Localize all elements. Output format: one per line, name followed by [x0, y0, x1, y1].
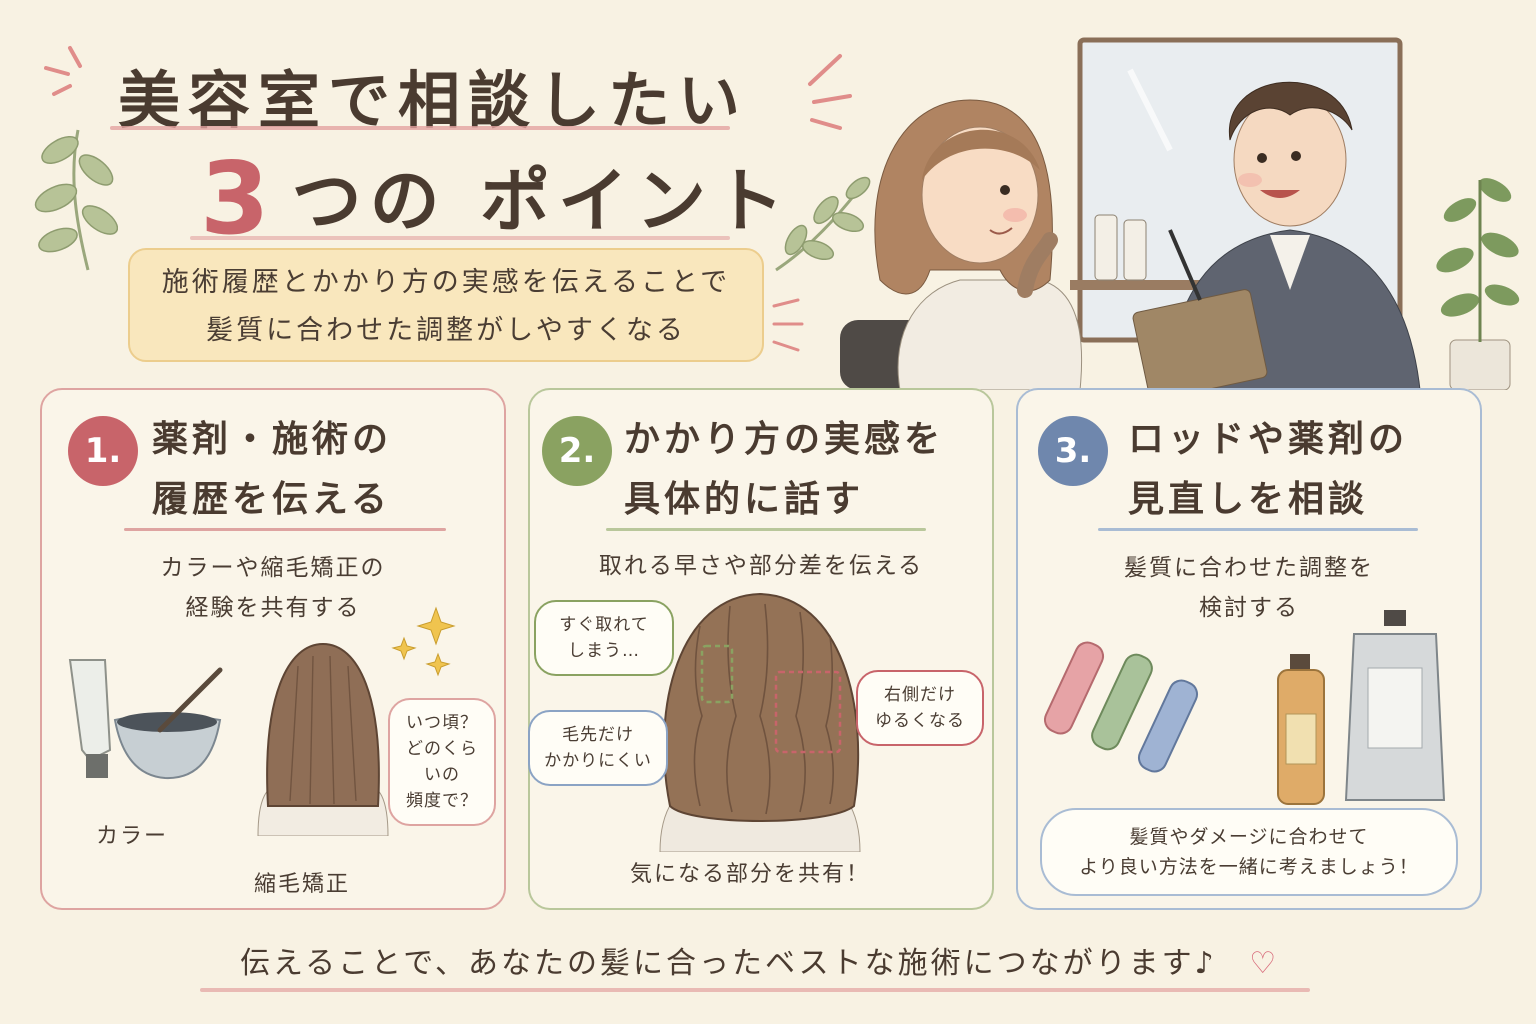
straight-hair-back-icon — [257, 642, 389, 836]
sparkle-icon — [391, 606, 456, 677]
card-2-caption: 気になる部分を共有！ — [630, 862, 871, 887]
title-underline-2 — [190, 236, 730, 240]
leaf-sprig-left-icon — [34, 129, 118, 271]
footer-text: 伝えることで、あなたの髪に合ったベストな施術につながります♪ — [240, 946, 1217, 981]
card-2-heading-line2: 具体的に話す — [624, 479, 865, 520]
card-1-sub-line2: 経験を共有する — [185, 595, 361, 621]
bottle-icon — [1277, 610, 1446, 805]
card-2-bubble-right-line2: ゆるくなる — [875, 711, 965, 731]
card-3-heading-line2: 見直しを相談 — [1128, 479, 1369, 520]
card-3-heading-line1: ロッドや薬剤の — [1128, 419, 1409, 460]
footer-underline — [200, 988, 1310, 992]
card-2-sub-line1: 取れる早さや部分差を伝える — [598, 553, 924, 579]
title-underline — [110, 126, 730, 130]
card-1-bubble-line3: 頻度で？ — [406, 791, 478, 811]
card-3-rule — [1098, 528, 1418, 531]
card-2-bubble-left: 毛先だけ かかりにくい — [528, 710, 668, 786]
card-1-item-straightening-label: 縮毛矯正 — [254, 872, 351, 897]
card-1-heading-line1: 薬剤・施術の — [152, 419, 393, 460]
card-1-number-badge: 1. — [68, 416, 138, 486]
emphasis-lines-icon — [772, 298, 804, 352]
burst-lines-right-icon — [808, 54, 852, 130]
leaf-sprig-right-icon — [775, 176, 871, 272]
card-2-bubble-left-line1: 毛先だけ — [562, 725, 634, 745]
card-1-bubble-line1: いつ頃？ — [406, 713, 478, 733]
card-3-sub-line2: 検討する — [1199, 595, 1299, 621]
color-tube-and-bowl-icon — [68, 659, 223, 780]
salon-consultation-illustration — [840, 37, 1520, 390]
card-2-bubble-right: 右側だけ ゆるくなる — [856, 670, 984, 746]
card-2-bubble-top: すぐ取れて しまう… — [534, 600, 674, 676]
card-3-cloud-line1: 髪質やダメージに合わせて — [1129, 826, 1369, 848]
card-2-bubble-right-line1: 右側だけ — [884, 685, 956, 705]
card-2-number-badge: 2. — [542, 416, 612, 486]
card-2-bubble-top-line2: しまう… — [568, 641, 640, 661]
card-1-item-color-label: カラー — [96, 824, 169, 849]
card-1-question-bubble: いつ頃？ どのくらいの 頻度で？ — [388, 698, 496, 826]
card-3-advice-cloud: 髪質やダメージに合わせて より良い方法を一緒に考えましょう！ — [1040, 808, 1458, 896]
lead-line1: 施術履歴とかかり方の実感を伝えることで — [161, 267, 731, 298]
card-2-bubble-left-line2: かかりにくい — [544, 751, 652, 771]
card-1-bubble-line2: どのくらいの — [406, 739, 478, 785]
card-3-number-badge: 3. — [1038, 416, 1108, 486]
card-2-rule — [606, 528, 926, 531]
lead-line2: 髪質に合わせた調整がしやすくなる — [206, 315, 686, 346]
wavy-hair-back-icon — [659, 592, 861, 852]
card-2-bubble-top-line1: すぐ取れて — [559, 615, 649, 635]
hair-rod-icon — [1043, 641, 1199, 773]
footer-message: 伝えることで、あなたの髪に合ったベストな施術につながります♪ ♡ — [240, 938, 1279, 982]
card-2-heading-line1: かかり方の実感を — [624, 419, 945, 460]
card-3-cloud-line2: より良い方法を一緒に考えましょう！ — [1079, 856, 1419, 878]
title-line2-text: つの ポイント — [291, 160, 792, 242]
card-3-sub-line1: 髪質に合わせた調整を — [1124, 555, 1374, 581]
card-1-rule — [124, 528, 446, 531]
burst-lines-left-icon — [44, 46, 82, 96]
card-1-heading-line2: 履歴を伝える — [152, 479, 391, 520]
card-1-sub-line1: カラーや縮毛矯正の — [160, 555, 386, 581]
heart-icon: ♡ — [1249, 946, 1280, 981]
lead-box: 施術履歴とかかり方の実感を伝えることで 髪質に合わせた調整がしやすくなる — [128, 248, 764, 362]
page-title-line1: 美容室で相談したい — [118, 64, 749, 137]
